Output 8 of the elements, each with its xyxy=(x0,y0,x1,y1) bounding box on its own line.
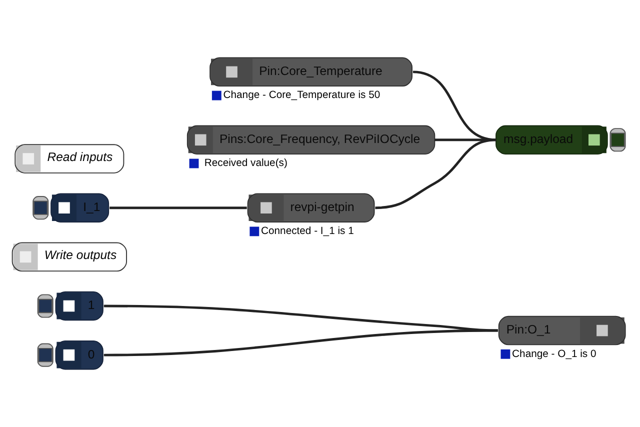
node-label: Change - O_1 is 0 xyxy=(512,348,596,360)
node-label: Change - Core_Temperature is 50 xyxy=(223,90,380,102)
node-label: Received value(s) xyxy=(204,158,288,170)
connector xyxy=(412,70,496,142)
connector xyxy=(104,304,498,332)
connector xyxy=(104,329,498,356)
connector xyxy=(110,206,247,210)
node-label: Connected - I_1 is 1 xyxy=(261,226,354,238)
